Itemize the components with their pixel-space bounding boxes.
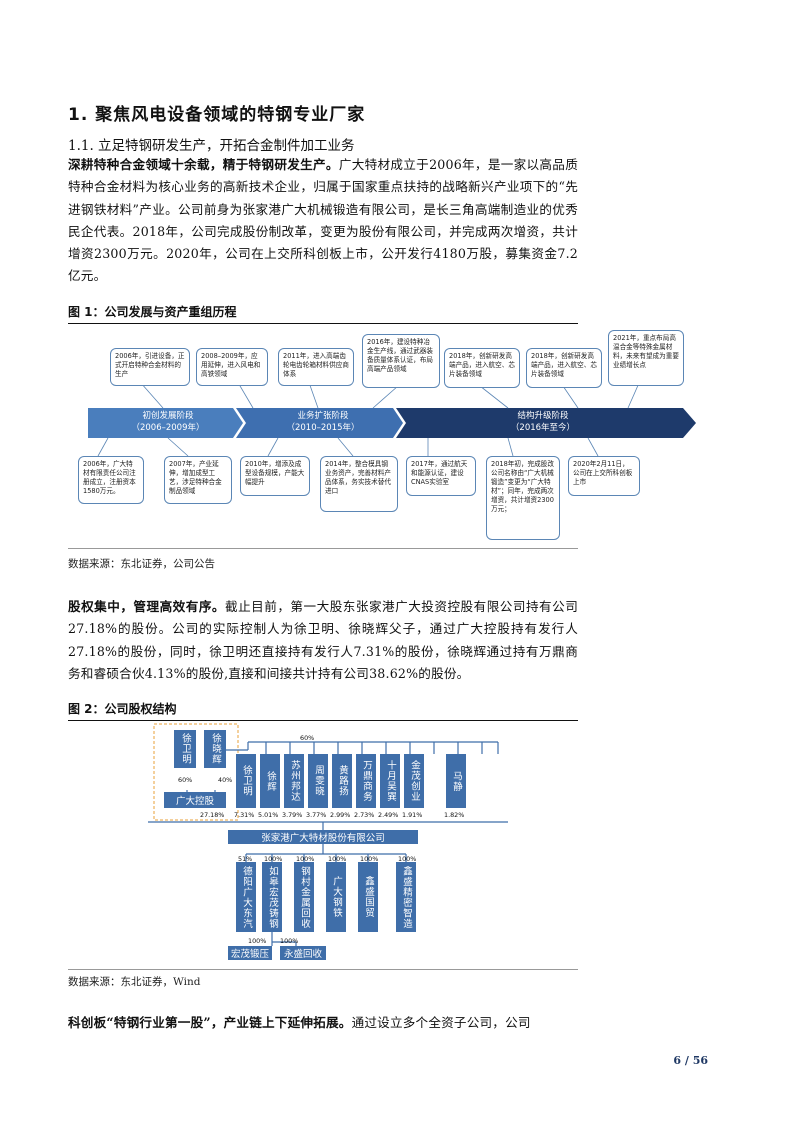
stage-2-name: 业务扩张阶段 xyxy=(297,411,349,421)
subsidiary-pct: 100% xyxy=(398,855,417,863)
paragraph-star-market: 科创板“特钢行业第一股”，产业链上下延伸拓展。通过设立多个全资子公司，公司 xyxy=(68,1012,578,1034)
stage-2-period: （2010–2015年） xyxy=(286,423,360,433)
subsidiary-box: 如皋宏茂铸钢 xyxy=(262,862,282,932)
holder-box: 苏州邦达 xyxy=(284,754,304,808)
paragraph-body: 通过设立多个全资子公司，公司 xyxy=(351,1015,531,1030)
paragraph-body: 截止目前，第一大股东张家港广大投资控股有限公司持有公司27.18%的股份。公司的… xyxy=(68,599,578,681)
holder-pct: 3.77% xyxy=(306,811,327,819)
equity-figure: 徐卫明 徐晓辉 60% 40% 广大控股 27.18% 60% 徐卫明 7.31%… xyxy=(68,720,578,966)
top-event-5: 2018年，创新研发高端产品，进入航空、芯片装备领域 xyxy=(444,348,520,388)
holder-box: 徐辉 xyxy=(260,754,280,808)
holder-pct: 1.91% xyxy=(402,811,423,819)
company-box: 张家港广大特材股份有限公司 xyxy=(228,830,418,844)
subsection-heading: 1.1. 立足特钢研发生产，开拓合金制件加工业务 xyxy=(68,138,355,154)
subsidiary-pct: 100% xyxy=(360,855,379,863)
timeline-arrows xyxy=(88,373,696,457)
paragraph-lead: 股权集中，管理高效有序。 xyxy=(68,599,226,614)
stage-1-period: （2006–2009年） xyxy=(131,423,205,433)
controller-xu-xiaohui: 徐晓辉 xyxy=(204,730,226,768)
holder-pct: 2.99% xyxy=(330,811,351,819)
figure-2-title: 图 2：公司股权结构 xyxy=(68,700,578,721)
subsidiary-box: 德阳广大东汽 xyxy=(236,862,256,932)
stage-1: 初创发展阶段 （2006–2009年） xyxy=(108,410,228,434)
section-heading: 1. 聚焦风电设备领域的特钢专业厂家 xyxy=(68,105,366,125)
figure-1-source: 数据来源：东北证券，公司公告 xyxy=(68,558,215,570)
holdco-box: 广大控股 xyxy=(164,792,226,808)
stage-3-name: 结构升级阶段 xyxy=(517,411,569,421)
holder-box: 金茂创业 xyxy=(404,754,424,808)
holder-pct: 2.49% xyxy=(378,811,399,819)
paragraph-equity: 股权集中，管理高效有序。截止目前，第一大股东张家港广大投资控股有限公司持有公司2… xyxy=(68,596,578,685)
figure-2-rule xyxy=(68,969,578,970)
bottom-event-3: 2010年，增添及成型设备规模，产能大幅提升 xyxy=(240,456,310,496)
stage-1-name: 初创发展阶段 xyxy=(142,411,194,421)
top-event-6: 2018年，创新研发高端产品，进入航空、芯片装备领域 xyxy=(526,348,602,388)
bottom-event-2: 2007年，产业延伸，增加成型工艺，涉足特种合金制品领域 xyxy=(164,456,232,504)
holder-pct: 5.01% xyxy=(258,811,279,819)
subsidiary-box: 鑫盛精密智造 xyxy=(396,862,416,932)
holder-pct: 3.79% xyxy=(282,811,303,819)
stage-arrow-2 xyxy=(236,408,403,438)
holder-box: 十月吴巽 xyxy=(380,754,400,808)
subsidiary-pct: 100% xyxy=(264,855,283,863)
controller-2-pct: 40% xyxy=(218,776,233,784)
top-event-2: 2008–2009年，应用延伸，进入风电和高铁领域 xyxy=(196,348,268,386)
top-event-4: 2016年，建设特种冶金生产线，通过武器装备质量体系认证，布局高端产品领域 xyxy=(362,334,440,388)
subsidiary-pct: 100% xyxy=(296,855,315,863)
paragraph-intro: 深耕特种合金领域十余载，精于特钢研发生产。广大特材成立于2006年，是一家以高品… xyxy=(68,154,578,288)
holder-pct: 7.31% xyxy=(234,811,255,819)
page-number: 6 / 56 xyxy=(673,1054,708,1067)
holder-box: 黄路扬 xyxy=(332,754,352,808)
paragraph-lead: 深耕特种合金领域十余载，精于特钢研发生产。 xyxy=(68,157,339,172)
holder-pct: 2.73% xyxy=(354,811,375,819)
bottom-event-7: 2020年2月11日，公司在上交所科创板上市 xyxy=(568,456,640,496)
subsub-2-pct: 100% xyxy=(280,937,299,945)
stage-arrow-3 xyxy=(396,408,696,438)
paragraph-lead: 科创板“特钢行业第一股”，产业链上下延伸拓展。 xyxy=(68,1015,352,1030)
subsidiary-pct: 51% xyxy=(238,855,253,863)
bottom-event-6: 2018年初，完成股改公司名称由“广大机械锻造”变更为“广大特材”；同年，完成两… xyxy=(486,456,560,540)
holder-box: 马静 xyxy=(446,754,466,808)
controller-1-pct: 60% xyxy=(178,776,193,784)
top-pct: 60% xyxy=(300,734,315,742)
figure-1-title: 图 1：公司发展与资产重组历程 xyxy=(68,303,578,324)
holder-pct: 1.82% xyxy=(444,811,465,819)
subsub-1-pct: 100% xyxy=(248,937,267,945)
figure-1-rule xyxy=(68,548,578,549)
subsidiary-pct: 100% xyxy=(328,855,347,863)
subsidiary-box: 广大钢铁 xyxy=(326,862,346,932)
stage-3-period: （2016年至今） xyxy=(510,423,576,433)
bottom-event-1: 2006年，广大特材有限责任公司注册成立，注册资本1580万元。 xyxy=(78,456,144,504)
holdco-pct: 27.18% xyxy=(200,811,225,819)
subsidiary-box: 鑫盛国贸 xyxy=(358,862,378,932)
holder-box: 徐卫明 xyxy=(236,754,256,808)
stage-arrow-1 xyxy=(88,408,243,438)
stage-2: 业务扩张阶段 （2010–2015年） xyxy=(258,410,388,434)
top-event-7: 2021年，重点布局高温合金等特殊金属材料，未来有望成为重要业绩增长点 xyxy=(608,330,684,386)
top-event-3: 2011年，进入高端齿轮电齿轮箱材料供应商体系 xyxy=(278,348,354,386)
controller-xu-weiming: 徐卫明 xyxy=(174,730,196,768)
paragraph-body: 广大特材成立于2006年，是一家以高品质特种合金材料为核心业务的高新技术企业，归… xyxy=(68,157,578,284)
bottom-event-4: 2014年，整合模具钢业务资产，完善材料产品体系，务实技术替代进口 xyxy=(320,456,398,512)
holder-box: 周雯晓 xyxy=(308,754,328,808)
holder-box: 万鼎商务 xyxy=(356,754,376,808)
top-event-1: 2006年，引进设备，正式开启特种合金材料的生产 xyxy=(110,348,190,386)
bottom-event-5: 2017年，通过航天和能源认证，建设CNAS实验室 xyxy=(406,456,476,496)
subsub-box-2: 永盛回收 xyxy=(280,946,326,960)
stage-3: 结构升级阶段 （2016年至今） xyxy=(468,410,618,434)
figure-2-source: 数据来源：东北证券，Wind xyxy=(68,976,201,988)
subsub-box-1: 宏茂锻压 xyxy=(228,946,272,960)
timeline-figure: 初创发展阶段 （2006–2009年） 业务扩张阶段 （2010–2015年） 结构… xyxy=(68,326,708,546)
subsidiary-box: 钢村金属回收 xyxy=(294,862,314,932)
